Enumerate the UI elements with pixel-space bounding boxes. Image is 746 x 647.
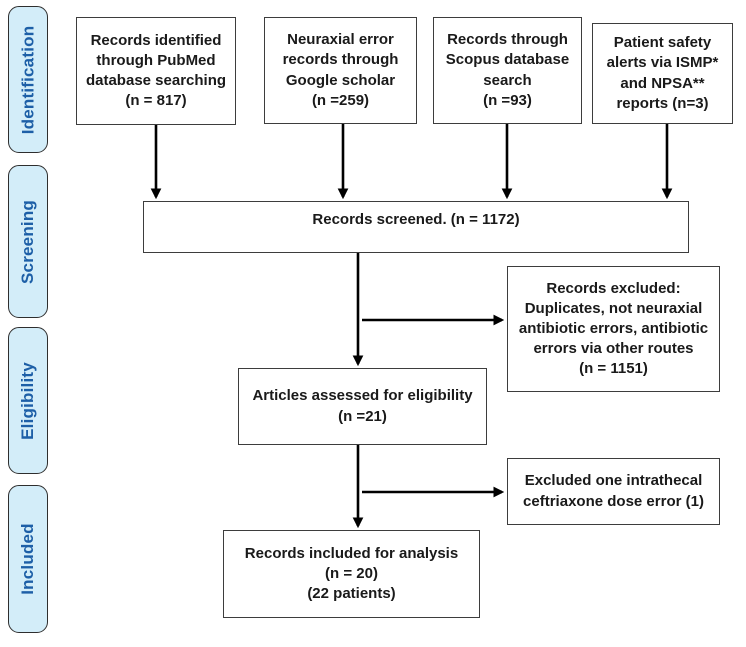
stage-label-eligibility: Eligibility	[8, 327, 48, 474]
box-records-excluded: Records excluded: Duplicates, not neurax…	[507, 266, 720, 392]
box-articles-assessed: Articles assessed for eligibility (n =21…	[238, 368, 487, 445]
stage-label-included: Included	[8, 485, 48, 633]
box-records-screened: Records screened. (n = 1172)	[143, 201, 689, 253]
box-excluded-intrathecal: Excluded one intrathecal ceftriaxone dos…	[507, 458, 720, 525]
stage-label-included-text: Included	[18, 523, 37, 595]
stage-label-screening-text: Screening	[18, 199, 37, 284]
stage-label-identification-text: Identification	[18, 25, 38, 134]
box-patient-safety-alerts: Patient safety alerts via ISMP* and NPSA…	[592, 23, 733, 124]
box-records-included: Records included for analysis (n = 20) (…	[223, 530, 480, 618]
box-records-google-scholar: Neuraxial error records through Google s…	[264, 17, 417, 124]
stage-label-identification: Identification	[8, 6, 48, 153]
box-records-scopus: Records through Scopus database search (…	[433, 17, 582, 124]
stage-label-eligibility-text: Eligibility	[18, 361, 38, 440]
stage-label-screening: Screening	[8, 165, 48, 318]
box-records-pubmed: Records identified through PubMed databa…	[76, 17, 236, 125]
